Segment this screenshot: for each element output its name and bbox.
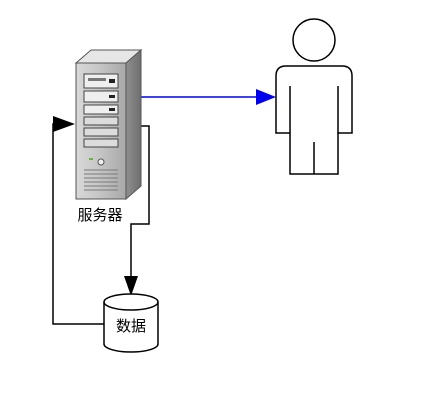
database-node: 数据 <box>103 293 159 353</box>
user-node <box>275 18 353 175</box>
database-label: 数据 <box>116 317 146 335</box>
server-node: 服务器 <box>74 48 143 224</box>
server-label: 服务器 <box>77 206 122 224</box>
edge-database-to-server <box>52 116 104 325</box>
edge-server-to-database <box>124 125 150 296</box>
server-tower-icon <box>74 48 143 201</box>
arrowhead-blue <box>256 89 276 105</box>
arrowhead-down <box>124 276 138 296</box>
database-cylinder-icon <box>103 293 159 353</box>
arrowhead-right <box>53 116 75 132</box>
person-icon <box>275 18 353 175</box>
edge-server-to-user <box>132 88 276 105</box>
